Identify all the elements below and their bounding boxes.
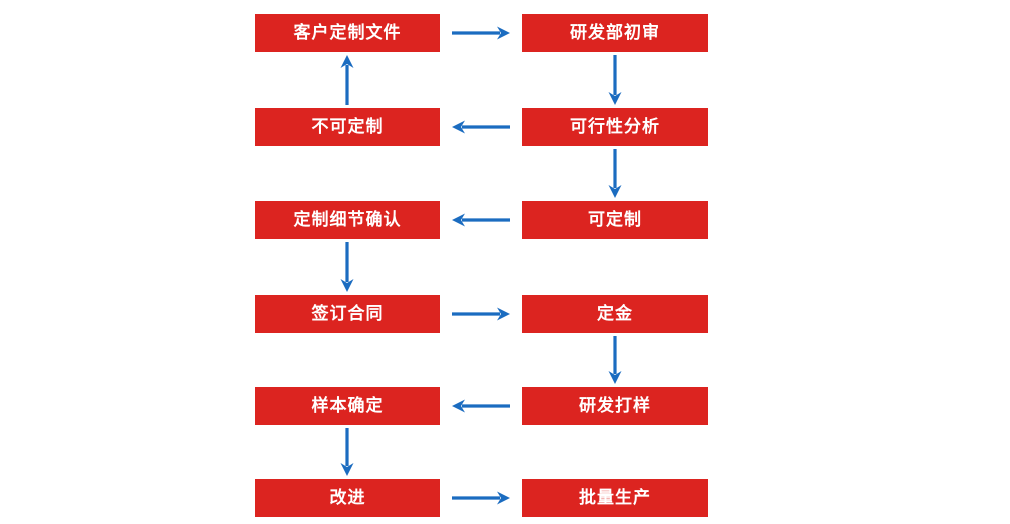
flow-node-n7[interactable]: 签订合同 — [255, 295, 440, 333]
flow-arrow-c12 — [452, 491, 510, 505]
arrow-head — [340, 279, 354, 292]
arrow-head — [497, 26, 510, 40]
flow-node-label: 定金 — [597, 303, 633, 324]
flow-node-n10[interactable]: 研发打样 — [522, 387, 708, 425]
arrow-head — [608, 92, 622, 105]
flow-arrow-c7 — [340, 242, 354, 292]
flow-node-label: 签订合同 — [311, 303, 384, 324]
flow-node-label: 可行性分析 — [570, 116, 660, 137]
arrow-head — [497, 307, 510, 321]
flow-node-n12[interactable]: 批量生产 — [522, 479, 708, 517]
flow-node-n5[interactable]: 定制细节确认 — [255, 201, 440, 239]
flow-node-label: 样本确定 — [311, 395, 384, 416]
flow-node-label: 研发部初审 — [570, 22, 660, 43]
flow-node-label: 可定制 — [588, 209, 642, 230]
arrow-head — [608, 371, 622, 384]
flow-node-label: 客户定制文件 — [293, 22, 402, 43]
arrow-head — [340, 463, 354, 476]
flow-node-n4[interactable]: 可行性分析 — [522, 108, 708, 146]
arrow-head — [452, 213, 465, 227]
flow-arrow-c9 — [608, 336, 622, 384]
arrow-head — [452, 120, 465, 134]
flow-node-n1[interactable]: 客户定制文件 — [255, 14, 440, 52]
arrow-head — [340, 55, 354, 68]
flow-arrow-c3 — [452, 120, 510, 134]
flow-arrow-c6 — [452, 213, 510, 227]
flow-node-n11[interactable]: 改进 — [255, 479, 440, 517]
flow-arrow-c1 — [452, 26, 510, 40]
flow-node-label: 不可定制 — [311, 116, 384, 137]
flow-arrow-c11 — [340, 428, 354, 476]
flow-node-label: 研发打样 — [579, 395, 651, 416]
flow-node-label: 改进 — [329, 487, 366, 508]
flow-node-label: 定制细节确认 — [293, 209, 402, 230]
flow-arrow-c5 — [608, 149, 622, 198]
flow-node-n2[interactable]: 研发部初审 — [522, 14, 708, 52]
arrow-head — [497, 491, 510, 505]
flow-arrow-c2 — [608, 55, 622, 105]
flow-arrow-c8 — [452, 307, 510, 321]
flow-node-n6[interactable]: 可定制 — [522, 201, 708, 239]
flow-node-label: 批量生产 — [579, 487, 651, 508]
flow-arrow-c4 — [340, 55, 354, 105]
arrow-head — [608, 185, 622, 198]
flow-arrow-c10 — [452, 399, 510, 413]
flow-node-n9[interactable]: 样本确定 — [255, 387, 440, 425]
arrow-head — [452, 399, 465, 413]
flow-node-n8[interactable]: 定金 — [522, 295, 708, 333]
flow-node-n3[interactable]: 不可定制 — [255, 108, 440, 146]
